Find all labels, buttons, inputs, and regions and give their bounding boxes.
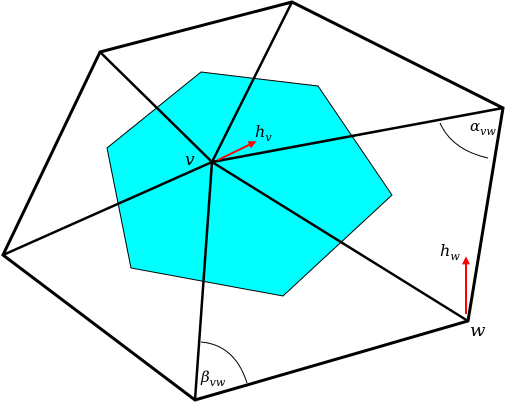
h-v-vector [217, 141, 257, 161]
alpha-angle-arc [439, 122, 489, 159]
beta-angle-arc [200, 341, 248, 384]
label-beta-vw: βvw [200, 368, 226, 389]
label-w: w [470, 320, 486, 341]
edge-v-bottom [193, 161, 214, 401]
label-alpha-vw: αvw [470, 117, 496, 138]
edge-v-left [2, 160, 213, 257]
edge-v-w [211, 160, 469, 323]
label-h-v: hv [255, 122, 272, 144]
label-v: v [185, 150, 195, 170]
label-h-w: hw [440, 241, 460, 263]
edge-v-top [210, 1, 294, 163]
edge-v-top-left [99, 51, 213, 163]
edge-v-right [211, 106, 504, 164]
